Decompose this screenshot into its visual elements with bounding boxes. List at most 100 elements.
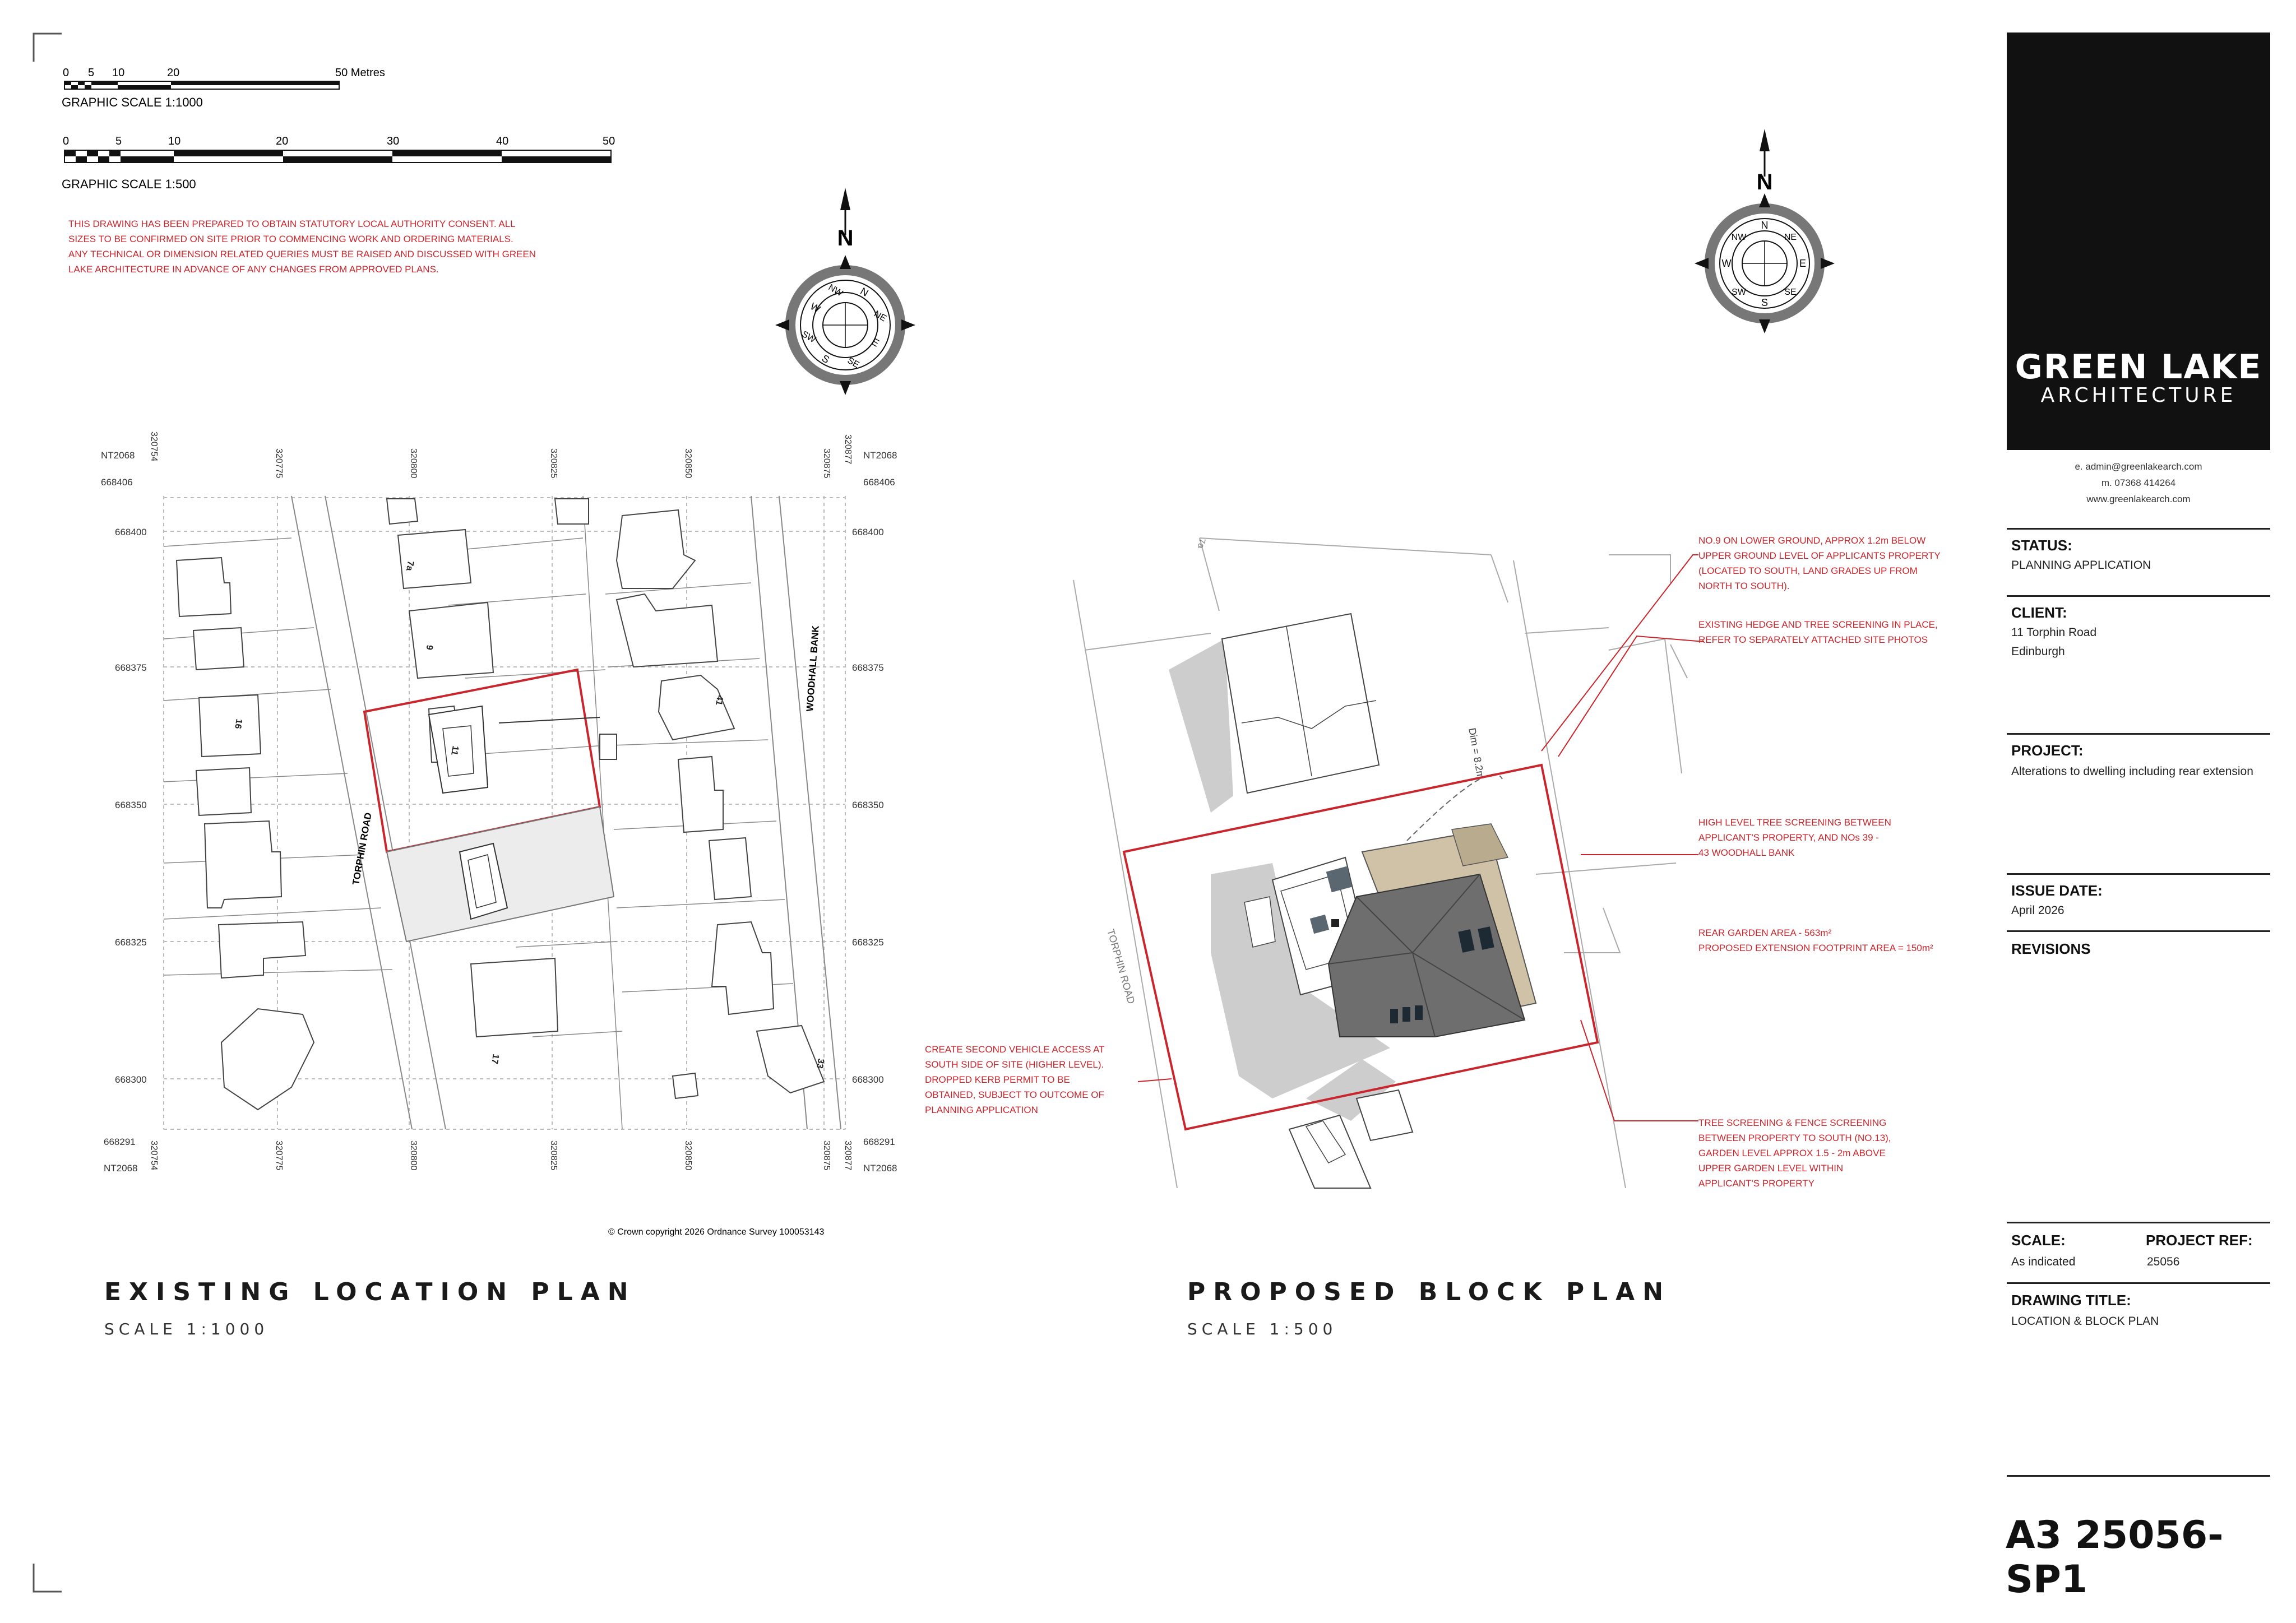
loc-easting-bot-6: 320877 [843,1140,853,1170]
location-plan-title: EXISTING LOCATION PLAN [104,1278,636,1306]
contact-website[interactable]: www.greenlakearch.com [2086,494,2191,504]
note-no9-line-2: UPPER GROUND LEVEL OF APPLICANTS PROPERT… [1698,550,1941,561]
loc-easting-bot-2: 320800 [409,1140,418,1170]
compass-rose-location: N N E S W NE SE SW NW [775,188,915,395]
corner-mark-top [33,33,62,62]
note-screen-line-5: APPLICANT'S PROPERTY [1698,1178,1814,1189]
project-ref-value: 25056 [2147,1255,2180,1268]
logo-panel [2007,33,2270,450]
loc-northing-bottom-right: 668291 [863,1137,895,1147]
scale500-tick-30: 30 [387,135,399,147]
loc-road-woodhall: WOODHALL BANK [804,625,821,712]
disclaimer: THIS DRAWING HAS BEEN PREPARED TO OBTAIN… [68,219,536,275]
note-high-line-2: APPLICANT'S PROPERTY, AND NOs 39 - [1698,832,1879,843]
loc-northing-668300-left: 668300 [115,1074,147,1085]
note-vehicle-line-4: OBTAINED, SUBJECT TO OUTCOME OF [925,1089,1104,1100]
client-address-line2: Edinburgh [2011,645,2065,658]
graphic-scale-500: 0 5 10 20 30 40 50 GRAPHIC SCALE 1:500 [62,135,615,191]
loc-house-33: 33 [814,1058,826,1069]
compass2-nw: NW [1732,233,1747,242]
scale1000-tick-50: 50 Metres [335,67,385,79]
loc-easting-top-5: 320875 [822,448,831,478]
scale500-tick-50: 50 [603,135,615,147]
logo-wordmark-line2: ARCHITECTURE [2040,384,2237,407]
compass-sw: SW [800,330,818,345]
loc-house-41: 41 [714,694,725,706]
note-screen-line-1: TREE SCREENING & FENCE SCREENING [1698,1117,1886,1128]
tb-divider-8 [2007,1475,2270,1477]
loc-northing-668375-right: 668375 [852,662,884,673]
loc-house-11: 11 [449,745,460,756]
status-label: STATUS: [2011,537,2072,554]
compass-north-letter: N [837,226,854,251]
scale1000-tick-0: 0 [63,67,69,79]
loc-northing-668325-right: 668325 [852,937,884,948]
note-hedge-line-2: REFER TO SEPARATELY ATTACHED SITE PHOTOS [1698,634,1928,645]
os-copyright: © Crown copyright 2026 Ordnance Survey 1… [608,1227,824,1237]
loc-easting-bot-4: 320850 [683,1140,693,1170]
tb-divider-1 [2007,528,2270,530]
loc-northing-top-left: 668406 [101,477,133,488]
scale1000-tick-5: 5 [88,67,94,79]
loc-northing-668400-right: 668400 [852,527,884,537]
tb-divider-4 [2007,873,2270,875]
loc-northing-668400-left: 668400 [115,527,147,537]
compass2-e: E [1799,258,1806,269]
compass2-ne: NE [1784,233,1797,242]
status-value: PLANNING APPLICATION [2011,559,2151,572]
loc-gridcode-br: NT2068 [863,1163,897,1174]
note-no9-line-1: NO.9 ON LOWER GROUND, APPROX 1.2m BELOW [1698,535,1925,546]
block-plan-title: PROPOSED BLOCK PLAN [1187,1278,1672,1306]
loc-gridcode-tr: NT2068 [863,450,897,461]
issue-date-value: April 2026 [2011,904,2064,917]
loc-northing-bottom-left: 668291 [104,1137,136,1147]
loc-northing-668325-left: 668325 [115,937,147,948]
loc-northing-668375-left: 668375 [115,662,147,673]
compass2-se: SE [1784,287,1796,297]
note-high-line-1: HIGH LEVEL TREE SCREENING BETWEEN [1698,817,1891,828]
logo-wordmark-line1: GREEN LAKE [2015,347,2262,387]
note-vehicle-line-1: CREATE SECOND VEHICLE ACCESS AT [925,1044,1105,1055]
scale500-tick-10: 10 [168,135,180,147]
loc-easting-top-2: 320800 [409,448,418,478]
loc-house-17: 17 [489,1053,501,1065]
scale-label: SCALE: [2011,1232,2066,1249]
loc-easting-bot-3: 320825 [549,1140,558,1170]
revisions-label: REVISIONS [2011,940,2091,957]
loc-easting-bot-1: 320775 [274,1140,284,1170]
loc-northing-668350-right: 668350 [852,800,884,810]
note-vehicle-line-5: PLANNING APPLICATION [925,1105,1038,1115]
loc-house-7a: 7a [404,560,415,572]
note-garden-line-2: PROPOSED EXTENSION FOOTPRINT AREA = 150m… [1698,943,1933,953]
compass2-n: N [1761,220,1769,231]
compass2-sw: SW [1732,287,1747,297]
scale-value: As indicated [2011,1255,2076,1268]
note-screen-line-3: GARDEN LEVEL APPROX 1.5 - 2m ABOVE [1698,1148,1886,1158]
note-no9-line-3: (LOCATED TO SOUTH, LAND GRADES UP FROM [1698,565,1918,576]
disclaimer-line-3: ANY TECHNICAL OR DIMENSION RELATED QUERI… [68,249,536,259]
loc-northing-top-right: 668406 [863,477,895,488]
scale1000-tick-20: 20 [167,67,179,79]
note-high-line-3: 43 WOODHALL BANK [1698,847,1795,858]
scale500-tick-20: 20 [276,135,288,147]
loc-northing-668300-right: 668300 [852,1074,884,1085]
graphic-scale-1000: 0 5 10 20 50 Metres GRAPHIC SCALE 1:1000 [62,67,385,109]
loc-northing-668350-left: 668350 [115,800,147,810]
loc-house-9: 9 [424,644,434,651]
tb-divider-7 [2007,1282,2270,1284]
location-plan-map: NT2068 668406 NT2068 668406 668400 66837… [101,432,897,1237]
note-hedge-line-1: EXISTING HEDGE AND TREE SCREENING IN PLA… [1698,619,1938,630]
block-plan-scale: SCALE 1:500 [1187,1320,1337,1338]
compass2-w: W [1722,258,1732,269]
sheet-number: A3 25056- SP1 [2006,1513,2224,1602]
disclaimer-line-2: SIZES TO BE CONFIRMED ON SITE PRIOR TO C… [68,234,513,244]
loc-easting-bot-5: 320875 [822,1140,831,1170]
note-garden-line-1: REAR GARDEN AREA - 563m² [1698,928,1831,938]
location-plan-scale: SCALE 1:1000 [104,1320,269,1338]
contact-mobile: m. 07368 414264 [2101,477,2176,488]
tb-divider-2 [2007,595,2270,597]
loc-house-16: 16 [233,718,244,730]
contact-email[interactable]: e. admin@greenlakearch.com [2075,461,2202,472]
disclaimer-line-1: THIS DRAWING HAS BEEN PREPARED TO OBTAIN… [68,219,516,229]
